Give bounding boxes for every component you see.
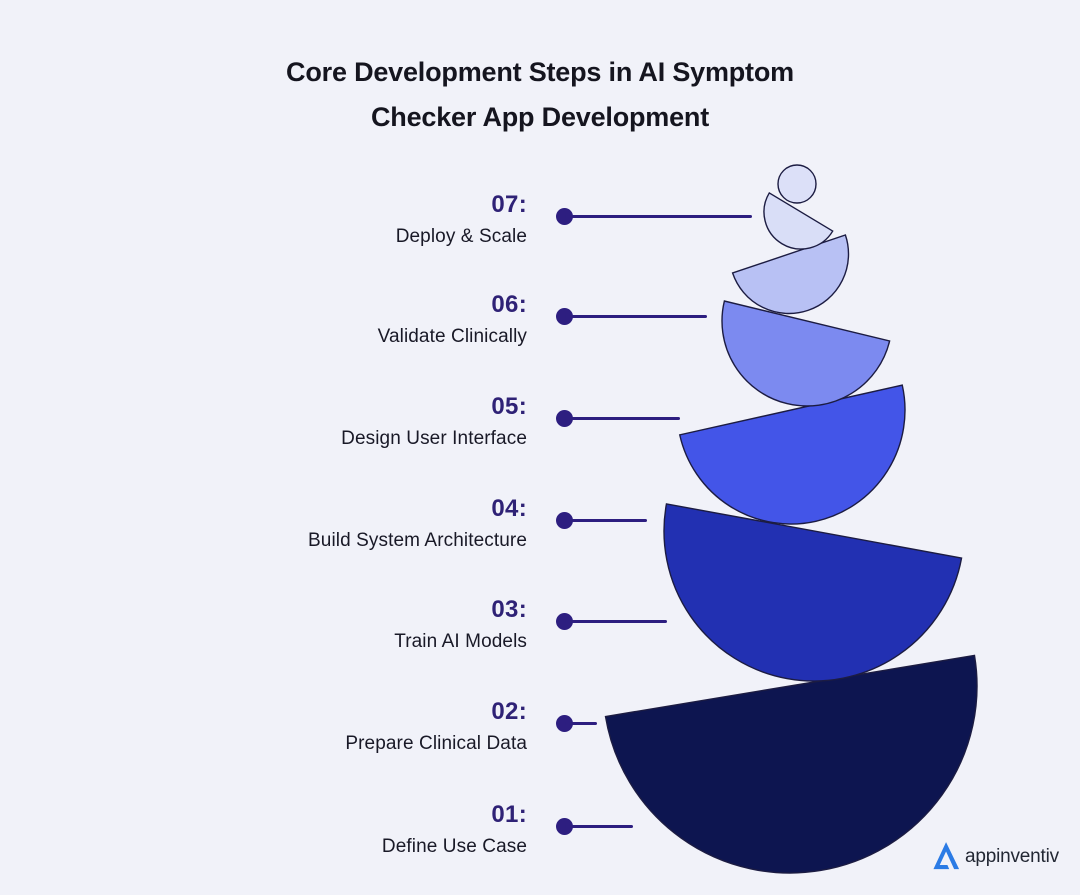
page-title: Core Development Steps in AI Symptom Che… — [0, 50, 1080, 140]
step-number: 01: — [491, 801, 527, 828]
step-connector-line — [565, 416, 680, 420]
title-line-1: Core Development Steps in AI Symptom — [286, 57, 794, 87]
step-label: Define Use Case — [381, 836, 527, 857]
step-dot — [556, 207, 573, 225]
step-number: 07: — [491, 191, 527, 218]
appinventiv-wordmark: appinventiv — [965, 845, 1059, 867]
step-label: Build System Architecture — [308, 530, 527, 551]
step-connector-line — [565, 314, 707, 318]
stack-semicircle-1-smallest — [763, 191, 834, 250]
stack-semicircle-6-largest — [604, 654, 978, 874]
stack-semicircle-3 — [721, 300, 891, 407]
step-number: 06: — [491, 291, 527, 318]
step-number: 02: — [491, 698, 527, 725]
step-label: Deploy & Scale — [395, 226, 527, 247]
step-dot — [556, 409, 573, 427]
stack-top-circle — [777, 164, 817, 204]
stack-semicircle-5 — [663, 503, 963, 682]
step-dot — [556, 817, 573, 835]
step-label: Prepare Clinical Data — [345, 733, 527, 754]
step-connector-line — [565, 721, 597, 725]
appinventiv-logo-icon — [933, 842, 960, 870]
step-number: 05: — [491, 393, 527, 420]
step-label: Design User Interface — [341, 428, 527, 449]
title-line-2: Checker App Development — [371, 102, 709, 132]
step-dot — [556, 511, 573, 529]
step-connector-line — [565, 824, 633, 828]
step-number: 04: — [491, 495, 527, 522]
stack-semicircle-4 — [678, 384, 906, 525]
step-label: Train AI Models — [394, 631, 527, 652]
stack-semicircle-2 — [731, 234, 850, 315]
appinventiv-logo: appinventiv — [933, 841, 1059, 872]
step-label: Validate Clinically — [377, 326, 527, 347]
step-dot — [556, 714, 573, 732]
step-number: 03: — [491, 596, 527, 623]
step-connector-line — [565, 619, 667, 623]
step-dot — [556, 612, 573, 630]
step-connector-line — [565, 214, 752, 218]
step-connector-line — [565, 518, 647, 522]
step-dot — [556, 307, 573, 325]
